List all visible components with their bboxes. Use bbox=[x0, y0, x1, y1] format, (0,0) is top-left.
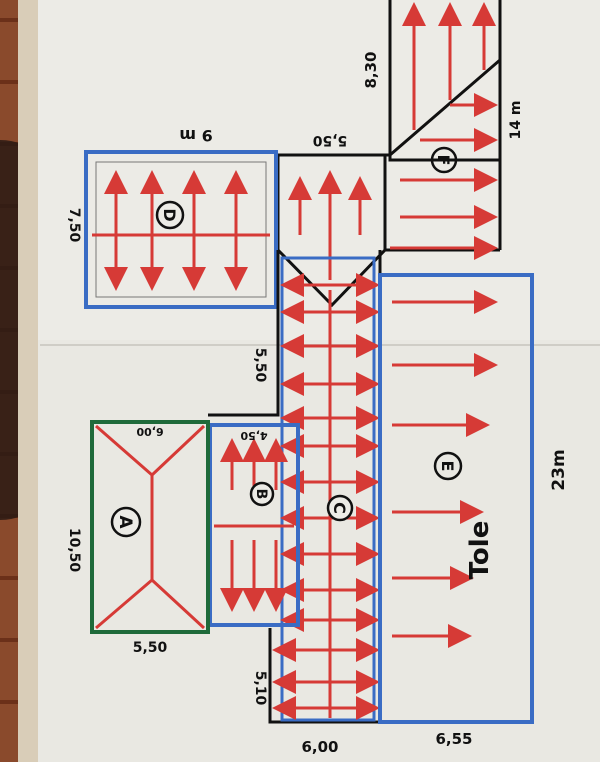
dim-7-50: 7,50 bbox=[66, 208, 82, 243]
zone-c-label: C bbox=[330, 502, 349, 514]
dim-6-55: 6,55 bbox=[435, 730, 472, 748]
zone-f: F bbox=[276, 0, 502, 308]
dim-23m: 23m bbox=[549, 449, 569, 490]
dim-9m: 9 m bbox=[179, 126, 212, 145]
zone-a-label: A bbox=[115, 515, 135, 529]
zone-e-label: E bbox=[438, 461, 457, 472]
zone-c: C bbox=[208, 250, 382, 724]
zone-a: A bbox=[90, 420, 210, 634]
dim-14m: 14 m bbox=[508, 101, 524, 140]
zone-b: B bbox=[208, 423, 300, 627]
zone-d-label: D bbox=[160, 208, 179, 221]
dim-6-00-b: 6,00 bbox=[301, 738, 338, 756]
dim-5-50-top: 5,50 bbox=[312, 132, 347, 148]
dim-10-50: 10,50 bbox=[66, 528, 82, 573]
tole-label: Tole bbox=[465, 521, 495, 580]
paper-sheet-lower bbox=[38, 340, 600, 762]
zone-f-label: F bbox=[434, 155, 453, 166]
dim-5-50-mid: 5,50 bbox=[252, 348, 268, 383]
dim-4-50: 4,50 bbox=[240, 429, 267, 442]
dim-5-10: 5,10 bbox=[252, 671, 268, 706]
zone-b-label: B bbox=[253, 489, 269, 500]
zone-e: E Tole bbox=[378, 273, 534, 724]
dim-6-00-a: 6,00 bbox=[136, 425, 163, 438]
zone-d: D bbox=[84, 150, 278, 309]
dim-5-50-b: 5,50 bbox=[133, 640, 168, 656]
dim-8-30: 8,30 bbox=[362, 51, 380, 88]
dimensions: 8,30 14 m 5,50 9 m 7,50 5,50 6,00 4,50 1… bbox=[66, 51, 569, 756]
corridor-arrows bbox=[272, 273, 380, 720]
